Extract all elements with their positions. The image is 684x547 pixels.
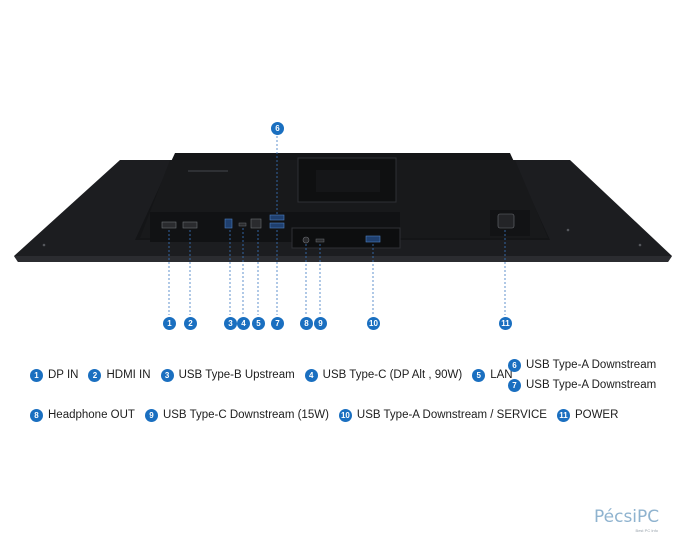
callout-4: 4 <box>237 317 250 330</box>
legend-number: 9 <box>144 408 158 422</box>
legend-number: 2 <box>88 368 102 382</box>
legend-number: 1 <box>30 368 43 382</box>
legend-number: 4 <box>304 368 318 382</box>
callout-9: 9 <box>314 317 327 330</box>
callout-11: 11 <box>499 317 512 330</box>
logo-text: PécsiPC <box>594 507 660 527</box>
legend-label: USB Type-A Downstream <box>526 359 657 371</box>
legend-number: 7 <box>508 378 521 392</box>
legend-label: USB Type-C (DP Alt , 90W) <box>322 369 463 381</box>
legend-number: 3 <box>160 368 174 382</box>
legend-number: 11 <box>556 408 570 422</box>
logo-tagline: Best PC Info <box>635 528 658 533</box>
legend-item-hdmi-in: 2 HDMI IN <box>88 368 151 382</box>
legend-label: HDMI IN <box>106 369 151 381</box>
callout-2: 2 <box>184 317 197 330</box>
ports <box>161 213 515 244</box>
legend-label: USB Type-C Downstream (15W) <box>162 409 329 421</box>
callout-1: 1 <box>163 317 176 330</box>
legend-item-headphone-out: 8 Headphone OUT <box>30 408 135 422</box>
legend-label: LAN <box>490 369 513 381</box>
legend-label: USB Type-A Downstream <box>526 379 657 391</box>
legend-label: Headphone OUT <box>48 409 135 421</box>
callout-10: 10 <box>367 317 380 330</box>
legend-number: 8 <box>30 408 43 422</box>
legend-number: 5 <box>472 368 486 382</box>
callout-5: 5 <box>252 317 265 330</box>
rear-housing <box>135 153 550 249</box>
legend-item-power: 11 POWER <box>556 408 619 422</box>
legend-label: USB Type-A Downstream / SERVICE <box>356 409 547 421</box>
legend-row-1: 1 DP IN 2 HDMI IN 3 USB Type-B Upstream … <box>30 367 523 383</box>
legend-item-dp-in: 1 DP IN <box>30 368 79 382</box>
legend-item-usb-a-downstream-6: 6 USB Type-A Downstream <box>508 357 656 373</box>
callout-8: 8 <box>300 317 313 330</box>
legend-item-usb-c-downstream: 9 USB Type-C Downstream (15W) <box>144 408 329 422</box>
legend-item-usb-a-service: 10 USB Type-A Downstream / SERVICE <box>338 408 547 422</box>
legend-item-usb-c-dp-alt: 4 USB Type-C (DP Alt , 90W) <box>304 368 463 382</box>
legend-item-lan: 5 LAN <box>472 368 513 382</box>
leader-lines <box>168 136 506 315</box>
legend-number: 6 <box>508 358 521 372</box>
callout-6: 6 <box>271 122 284 135</box>
callout-3: 3 <box>224 317 237 330</box>
legend-row-2: 8 Headphone OUT 9 USB Type-C Downstream … <box>30 407 628 423</box>
legend-item-usb-b-upstream: 3 USB Type-B Upstream <box>160 368 295 382</box>
callout-7: 7 <box>271 317 284 330</box>
legend-label: USB Type-B Upstream <box>178 369 295 381</box>
legend-number: 10 <box>338 408 352 422</box>
legend-label: POWER <box>574 409 619 421</box>
legend-label: DP IN <box>48 369 79 381</box>
legend-item-usb-a-downstream-7: 7 USB Type-A Downstream <box>508 377 656 393</box>
watermark-logo: PécsiPC Best PC Info <box>594 507 668 533</box>
